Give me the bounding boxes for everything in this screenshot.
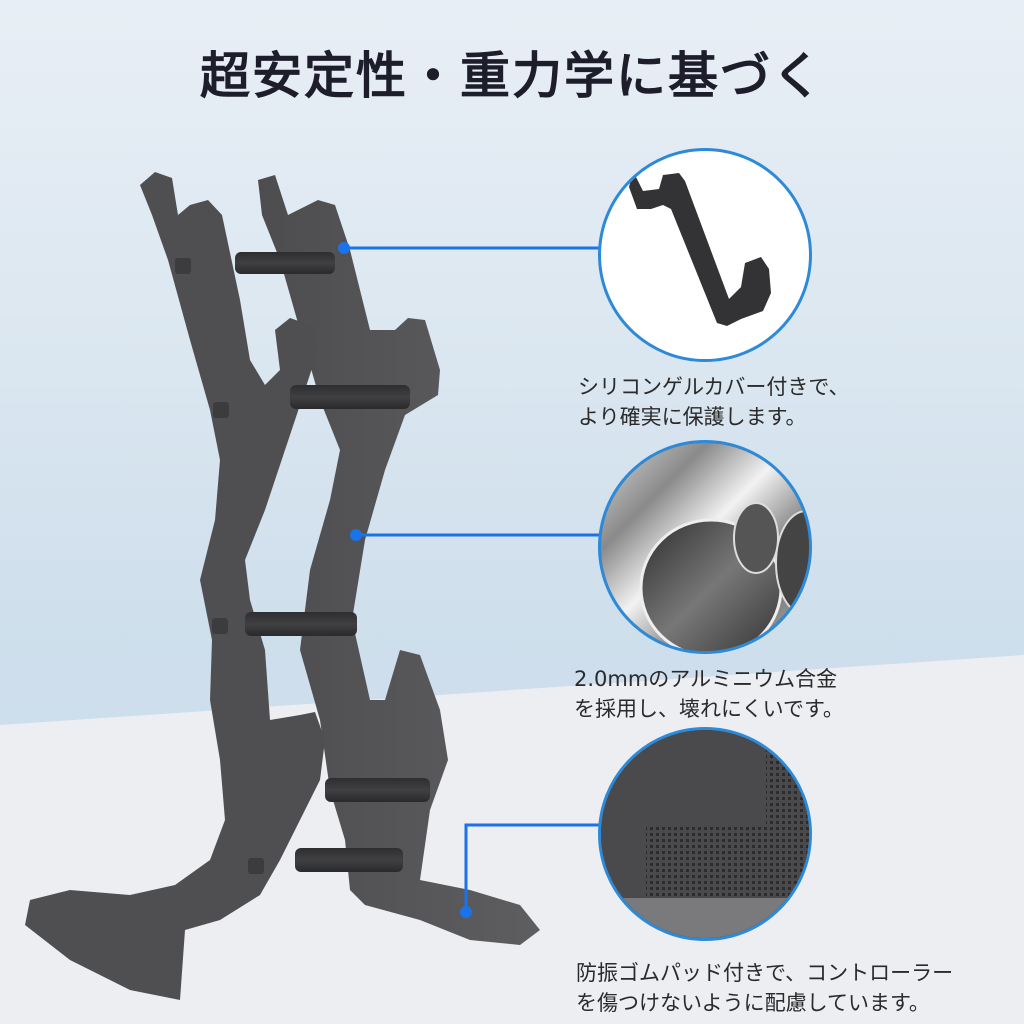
caption-line: 2.0mmのアルミニウム合金	[574, 667, 838, 691]
hook-detail-image	[598, 148, 812, 362]
caption-line: を採用し、壊れにくいです。	[574, 697, 844, 721]
caption-rubber-pad: 防振ゴムパッド付きで、コントローラー を傷つけないように配慮しています。	[576, 958, 953, 1018]
caption-silicone-cover: シリコンゲルカバー付きで、 より確実に保護します。	[578, 372, 850, 432]
caption-line: より確実に保護します。	[578, 405, 807, 429]
callout-dot-2	[350, 529, 362, 541]
callout-dot-1	[338, 242, 350, 254]
callout-dot-3	[460, 906, 472, 918]
caption-line: を傷つけないように配慮しています。	[576, 991, 930, 1015]
aluminum-tubes-image	[598, 440, 812, 654]
page-title: 超安定性・重力学に基づく	[200, 47, 824, 105]
caption-line: シリコンゲルカバー付きで、	[578, 375, 850, 399]
rubber-pad-texture-image	[598, 727, 812, 941]
caption-aluminum-alloy: 2.0mmのアルミニウム合金 を採用し、壊れにくいです。	[574, 664, 844, 724]
caption-line: 防振ゴムパッド付きで、コントローラー	[576, 961, 954, 985]
